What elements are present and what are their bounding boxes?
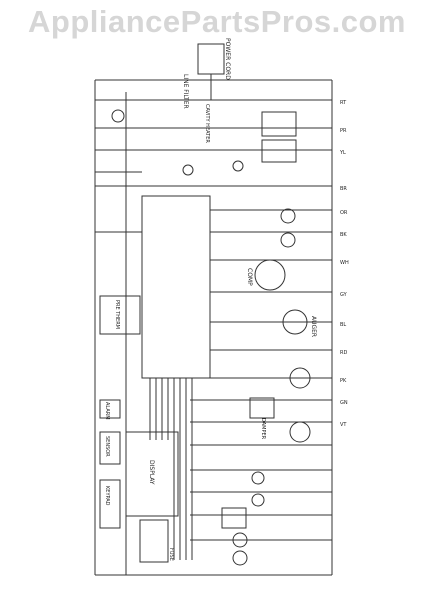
wire-label: PR <box>340 128 347 134</box>
label-line-filter: LINE FILTER <box>182 74 189 109</box>
label-fuse: FUSE <box>168 548 174 561</box>
label-keypad: KEYPAD <box>104 486 110 506</box>
wire-label: GN <box>340 400 348 406</box>
label-alarm: ALARM <box>104 402 110 420</box>
wire-label: YL <box>339 150 346 156</box>
pre-therm-box <box>99 295 141 335</box>
wire-label: GY <box>340 292 348 298</box>
wire-label: RD <box>340 350 347 356</box>
label-damper: DAMPER <box>260 418 266 440</box>
label-comp: COMP <box>246 268 253 286</box>
label-display: DISPLAY <box>148 460 155 485</box>
wire-label: BL <box>340 322 346 328</box>
line-filter-box <box>197 43 225 75</box>
compressor-circle <box>254 259 286 291</box>
wire-label: RT <box>340 100 347 106</box>
label-pre-therm: PRE THERM <box>114 300 120 329</box>
label-auger: AUGER <box>310 316 317 337</box>
display-box <box>125 431 179 517</box>
alarm-box <box>99 399 121 419</box>
keypad-box <box>99 479 121 529</box>
label-top-wire: CAVITY HEATER <box>204 104 210 143</box>
wire-label: BK <box>340 232 347 238</box>
label-sensor: SENSOR <box>104 436 110 457</box>
wire-label: BR <box>340 186 347 192</box>
label-power-cord: POWER CORD <box>224 38 231 80</box>
sensor-box <box>99 431 121 465</box>
control-board <box>141 195 211 379</box>
wire-label: OR <box>340 210 348 216</box>
wire-label: WH <box>340 260 349 266</box>
wire-label: VT <box>340 422 347 428</box>
wire-label: PK <box>340 378 347 384</box>
auger-motor-circle <box>282 309 308 335</box>
